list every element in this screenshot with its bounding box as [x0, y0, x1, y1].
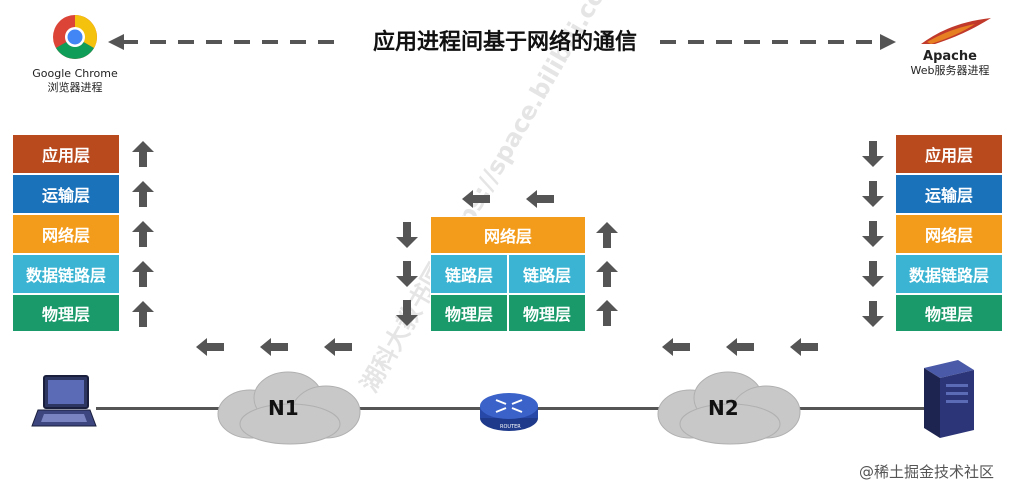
right-dashed-arrow	[660, 34, 896, 50]
down-arrow-icon	[862, 261, 884, 287]
down-arrow-icon	[396, 300, 418, 326]
left-network-layer: 网络层	[12, 214, 120, 254]
up-arrow-icon	[132, 261, 154, 287]
left-physical-layer: 物理层	[12, 294, 120, 332]
right-link-layer: 数据链路层	[895, 254, 1003, 294]
router-link-layer-left: 链路层	[430, 254, 508, 294]
router-network-layer: 网络层	[430, 216, 586, 254]
footer-source: @稀土掘金技术社区	[858, 463, 994, 481]
server-icon	[924, 360, 974, 438]
up-arrow-icon	[596, 261, 618, 287]
left-arrow-icon	[462, 190, 490, 208]
right-transport-layer: 运输层	[895, 174, 1003, 214]
up-arrow-icon	[596, 300, 618, 326]
cloud-n2-icon	[657, 371, 801, 445]
cloud-n1-icon	[217, 371, 361, 445]
apache-caption: Apache Web服务器进程	[900, 50, 1000, 78]
chrome-caption: Google Chrome 浏览器进程	[20, 67, 130, 95]
right-network-layer: 网络层	[895, 214, 1003, 254]
cable-n2-server	[794, 407, 924, 410]
router-physical-layer-left: 物理层	[430, 294, 508, 332]
laptop-icon	[31, 375, 97, 427]
left-arrow-icon	[726, 338, 754, 356]
up-arrow-icon	[132, 301, 154, 327]
down-arrow-icon	[396, 222, 418, 248]
up-arrow-icon	[596, 222, 618, 248]
right-physical-layer: 物理层	[895, 294, 1003, 332]
left-transport-layer: 运输层	[12, 174, 120, 214]
down-arrow-icon	[862, 221, 884, 247]
cable-laptop-n1	[96, 407, 226, 410]
network-n2-label: N2	[708, 396, 739, 420]
apache-app-sub: Web服务器进程	[910, 64, 990, 77]
left-arrow-icon	[196, 338, 224, 356]
apache-logo	[915, 14, 995, 48]
down-arrow-icon	[862, 181, 884, 207]
chrome-app-name: Google Chrome	[32, 67, 118, 80]
left-arrow-icon	[662, 338, 690, 356]
left-arrow-icon	[790, 338, 818, 356]
down-arrow-icon	[862, 141, 884, 167]
chrome-logo	[52, 14, 98, 60]
chrome-app-sub: 浏览器进程	[47, 81, 103, 94]
apache-app-name: Apache	[923, 49, 977, 64]
up-arrow-icon	[132, 141, 154, 167]
down-arrow-icon	[862, 301, 884, 327]
up-arrow-icon	[132, 221, 154, 247]
apache-feather-icon	[921, 18, 991, 44]
page-title: 应用进程间基于网络的通信	[372, 30, 637, 55]
network-n1-label: N1	[268, 396, 299, 420]
left-arrow-icon	[324, 338, 352, 356]
router-device-label: ROUTER	[500, 424, 521, 430]
router-physical-layer-right: 物理层	[508, 294, 586, 332]
left-dashed-arrow	[108, 34, 344, 50]
router-icon: ROUTER	[480, 393, 538, 431]
left-link-layer: 数据链路层	[12, 254, 120, 294]
router-link-layer-right: 链路层	[508, 254, 586, 294]
left-application-layer: 应用层	[12, 134, 120, 174]
up-arrow-icon	[132, 181, 154, 207]
cable-n1-router	[350, 407, 486, 410]
right-application-layer: 应用层	[895, 134, 1003, 174]
left-arrow-icon	[526, 190, 554, 208]
chrome-icon	[53, 15, 97, 59]
left-arrow-icon	[260, 338, 288, 356]
down-arrow-icon	[396, 261, 418, 287]
cable-router-n2	[534, 407, 664, 410]
